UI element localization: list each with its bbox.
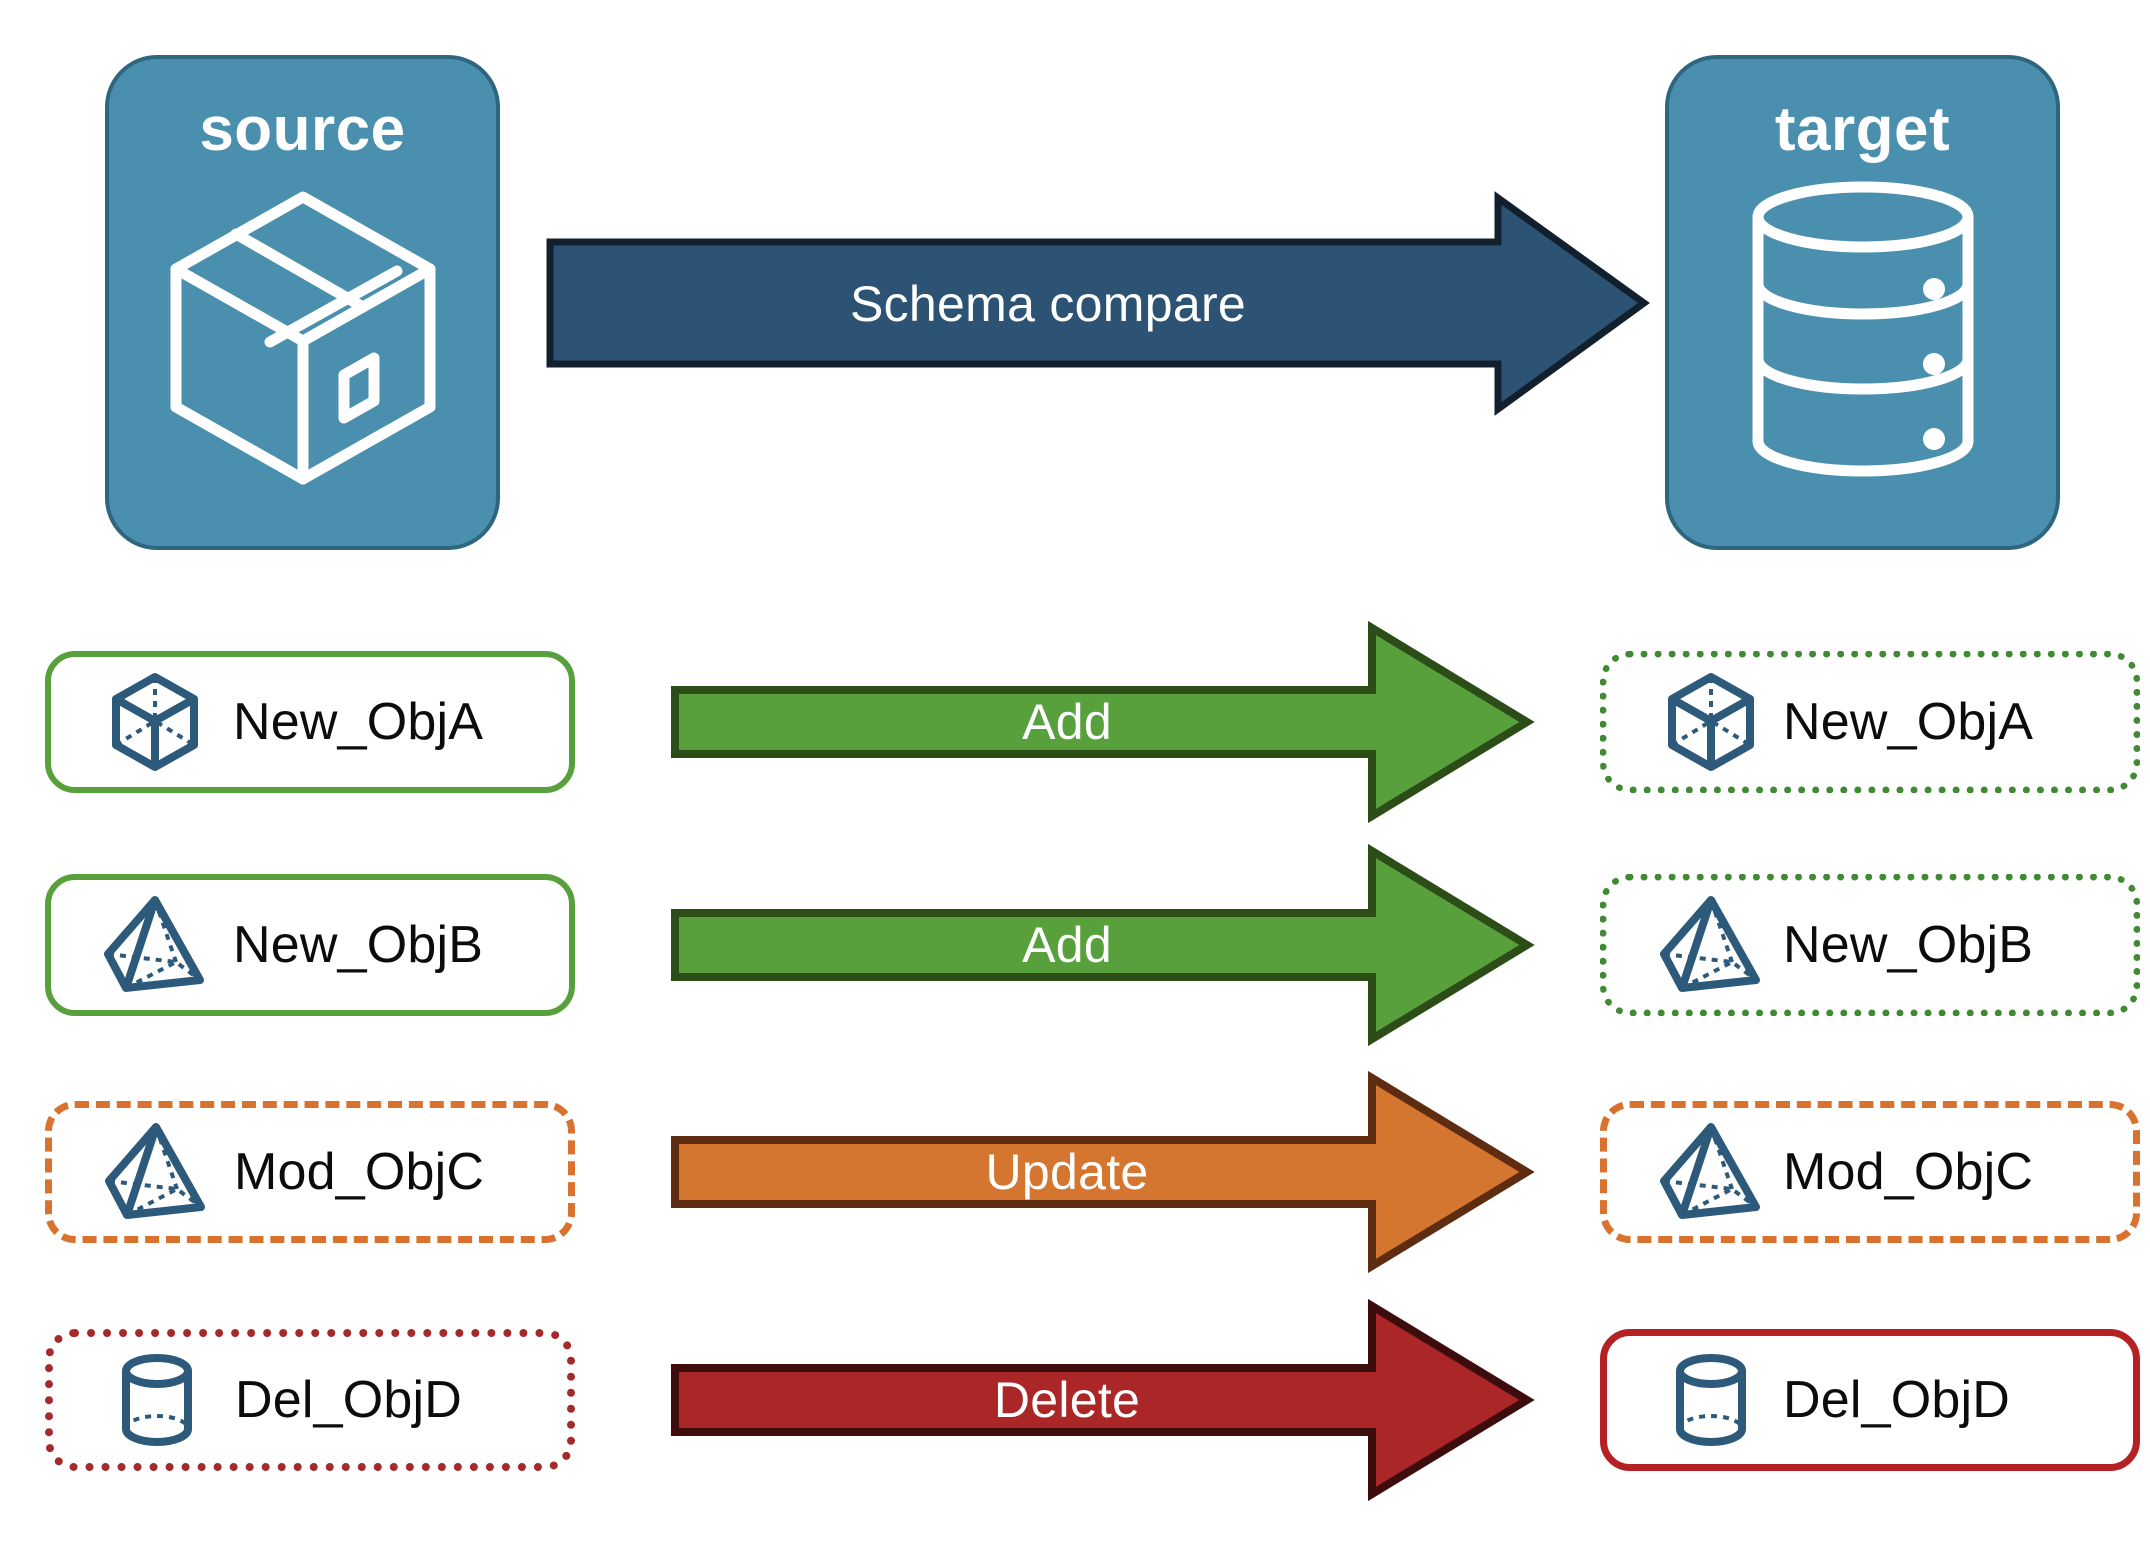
cube-wireframe-icon <box>1655 666 1767 778</box>
target-object-card[interactable]: New_ObjA <box>1600 651 2140 793</box>
source-panel[interactable]: source <box>105 55 500 550</box>
pyramid-wireframe-icon <box>99 889 211 1001</box>
source-object-card[interactable]: New_ObjA <box>45 651 575 793</box>
cube-wireframe-icon <box>99 666 211 778</box>
target-object-card[interactable]: Mod_ObjC <box>1600 1101 2140 1243</box>
cylinder-wireframe-icon <box>1655 1344 1767 1456</box>
source-object-card[interactable]: Del_ObjD <box>45 1329 575 1471</box>
cylinder-wireframe-icon <box>101 1344 213 1456</box>
pyramid-wireframe-icon <box>100 1116 212 1228</box>
target-object-label: New_ObjA <box>1783 693 2034 751</box>
target-object-card[interactable]: Del_ObjD <box>1600 1329 2140 1471</box>
diagram-row: New_ObjB Add <box>0 843 2150 1047</box>
source-object-label: New_ObjA <box>233 693 484 751</box>
diagram-row: Del_ObjD Delete Del_ObjD <box>0 1298 2150 1502</box>
target-object-label: Del_ObjD <box>1783 1371 2011 1429</box>
target-object-label: Mod_ObjC <box>1783 1143 2034 1201</box>
source-object-label: New_ObjB <box>233 916 484 974</box>
pyramid-wireframe-icon <box>1655 889 1767 1001</box>
action-arrow-delete[interactable]: Delete <box>671 1298 1535 1502</box>
target-object-label: New_ObjB <box>1783 916 2034 974</box>
pyramid-wireframe-icon <box>1655 1116 1767 1228</box>
source-object-label: Del_ObjD <box>235 1371 463 1429</box>
target-object-card[interactable]: New_ObjB <box>1600 874 2140 1016</box>
target-panel-title: target <box>1774 95 1951 164</box>
package-box-icon <box>158 179 448 485</box>
action-arrow-add[interactable]: Add <box>671 843 1535 1047</box>
target-panel[interactable]: target <box>1665 55 2060 550</box>
source-object-card[interactable]: Mod_ObjC <box>45 1101 575 1243</box>
diagram-row: Mod_ObjC Update <box>0 1070 2150 1274</box>
action-arrow-add[interactable]: Add <box>671 620 1535 824</box>
source-object-card[interactable]: New_ObjB <box>45 874 575 1016</box>
database-cylinder-icon <box>1738 179 1988 479</box>
source-object-label: Mod_ObjC <box>234 1143 485 1201</box>
diagram-row: New_ObjA Add <box>0 620 2150 824</box>
action-arrow-update[interactable]: Update <box>671 1070 1535 1274</box>
schema-compare-arrow[interactable]: Schema compare <box>546 191 1650 416</box>
source-panel-title: source <box>199 95 406 164</box>
